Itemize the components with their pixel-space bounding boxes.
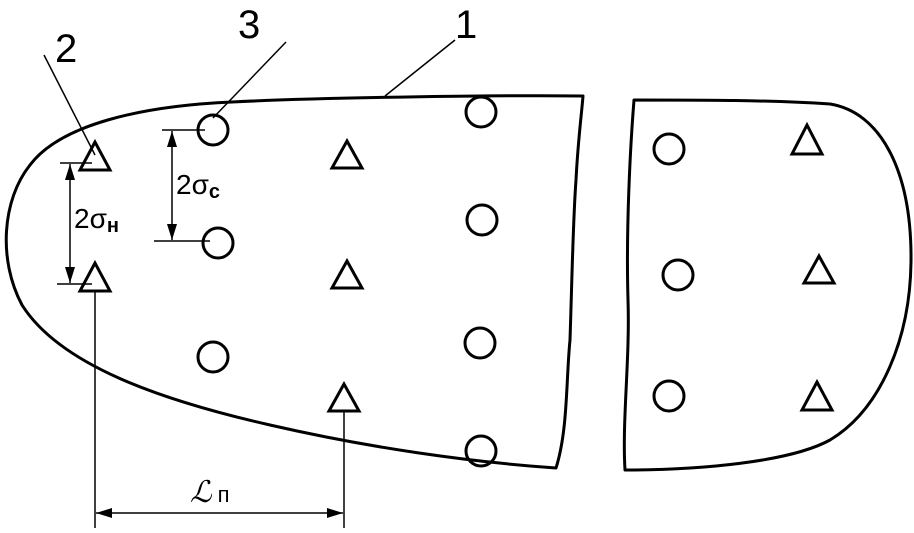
circle-marker <box>201 226 235 260</box>
callout-label-3: 3 <box>238 3 260 47</box>
triangle-marker <box>799 378 835 412</box>
sigma-n-subscript: н <box>107 215 119 237</box>
arrow-head <box>96 508 112 518</box>
sigma-n-label: 2σн <box>74 203 119 237</box>
length-symbol: ℒ <box>190 475 213 510</box>
circle-marker <box>652 379 686 413</box>
circle-marker <box>652 132 686 166</box>
triangle-marker <box>329 137 365 170</box>
arrow-head <box>65 267 75 283</box>
callout-label-2: 2 <box>55 27 77 71</box>
leader-line-2 <box>43 54 96 156</box>
heel-outline <box>622 98 913 472</box>
triangle-markers <box>77 121 837 413</box>
length-subscript: п <box>218 482 230 507</box>
triangle-marker <box>789 121 825 156</box>
circle-marker <box>463 326 497 360</box>
sigma-c-subscript: c <box>209 181 220 203</box>
callout-label-1: 1 <box>455 3 477 47</box>
circle-marker <box>464 434 498 468</box>
triangle-marker <box>326 380 362 413</box>
arrow-head <box>327 508 343 518</box>
sigma-c-label: 2σc <box>176 169 220 203</box>
sigma-n-prefix: 2σ <box>74 203 107 234</box>
forepart-outline <box>4 94 585 470</box>
leader-line-1 <box>384 39 456 97</box>
triangle-marker <box>801 252 837 285</box>
arrow-head <box>167 224 177 240</box>
circle-marker <box>464 95 498 129</box>
triangle-marker <box>77 259 113 293</box>
sigma-c-prefix: 2σ <box>176 169 209 200</box>
leader-line-3 <box>212 41 287 119</box>
arrow-head <box>65 164 75 180</box>
circle-marker <box>465 203 499 237</box>
circle-markers <box>196 95 695 468</box>
circle-marker <box>196 340 230 374</box>
circle-marker <box>661 258 695 292</box>
arrow-head <box>167 131 177 147</box>
triangle-marker <box>77 138 113 172</box>
triangle-marker <box>329 257 365 290</box>
